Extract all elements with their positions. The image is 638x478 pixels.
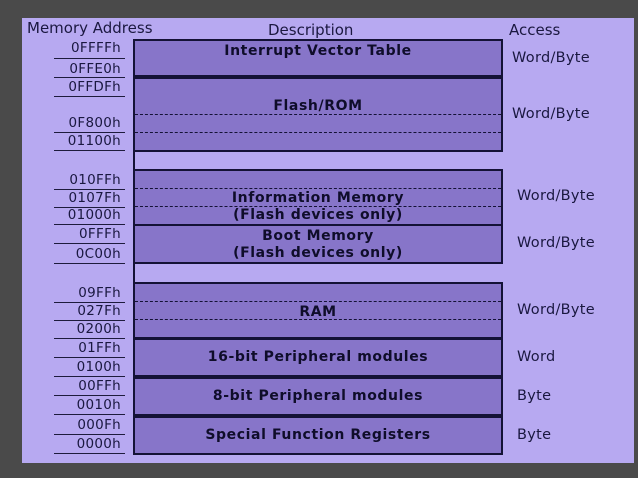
address-underline bbox=[54, 243, 125, 244]
block-label: Interrupt Vector Table bbox=[224, 43, 412, 59]
access-label: Word/Byte bbox=[517, 302, 595, 318]
address-underline bbox=[54, 414, 125, 415]
block-interrupt-vector-table: Interrupt Vector Table bbox=[133, 39, 503, 77]
access-label: Word/Byte bbox=[517, 235, 595, 251]
dashed-divider bbox=[135, 188, 501, 189]
block-label: Special Function Registers bbox=[205, 427, 431, 443]
address-label: 010FFh bbox=[69, 172, 121, 188]
address-label: 0200h bbox=[76, 321, 121, 337]
address-label: 0010h bbox=[76, 397, 121, 413]
address-label: 0100h bbox=[76, 359, 121, 375]
address-label: 00FFh bbox=[78, 378, 121, 394]
access-label: Word/Byte bbox=[512, 50, 590, 66]
address-label: 0FFFh bbox=[79, 226, 121, 242]
block-information-memory: Information Memory (Flash devices only) bbox=[133, 169, 503, 226]
memory-gap bbox=[133, 264, 503, 284]
address-underline bbox=[54, 395, 125, 396]
access-label: Word bbox=[517, 349, 556, 365]
address-label: 01FFh bbox=[78, 340, 121, 356]
address-label: 01000h bbox=[67, 207, 121, 223]
address-underline bbox=[54, 302, 125, 303]
block-16bit-peripherals: 16-bit Peripheral modules bbox=[133, 338, 503, 377]
address-label: 01100h bbox=[67, 133, 121, 149]
access-label: Byte bbox=[517, 388, 552, 404]
address-underline bbox=[54, 207, 125, 208]
block-sublabel: (Flash devices only) bbox=[233, 245, 403, 261]
address-underline bbox=[54, 263, 125, 264]
address-label: 0FFDFh bbox=[68, 79, 121, 95]
block-label: 16-bit Peripheral modules bbox=[207, 349, 429, 365]
address-underline bbox=[54, 96, 125, 97]
address-underline bbox=[54, 189, 125, 190]
block-label: RAM bbox=[299, 304, 337, 320]
address-label: 0000h bbox=[76, 436, 121, 452]
header-memory-address: Memory Address bbox=[27, 19, 153, 37]
dashed-divider bbox=[135, 206, 501, 207]
address-label: 0C00h bbox=[75, 246, 121, 262]
address-underline bbox=[54, 132, 125, 133]
address-underline bbox=[54, 434, 125, 435]
address-label: 027Fh bbox=[77, 303, 121, 319]
address-underline bbox=[54, 376, 125, 377]
access-label: Byte bbox=[517, 427, 552, 443]
dashed-divider bbox=[135, 319, 501, 320]
block-label: Flash/ROM bbox=[273, 98, 363, 114]
block-label: Information Memory bbox=[231, 190, 405, 206]
block-label: 8-bit Peripheral modules bbox=[212, 388, 424, 404]
address-label: 0107Fh bbox=[68, 190, 121, 206]
address-underline bbox=[54, 58, 125, 59]
block-flash-rom: Flash/ROM bbox=[133, 77, 503, 152]
block-special-function-registers: Special Function Registers bbox=[133, 416, 503, 455]
address-label: 0FFE0h bbox=[69, 61, 121, 77]
address-underline bbox=[54, 77, 125, 78]
block-8bit-peripherals: 8-bit Peripheral modules bbox=[133, 377, 503, 416]
dashed-divider bbox=[135, 132, 501, 133]
address-label: 000Fh bbox=[77, 417, 121, 433]
access-label: Word/Byte bbox=[517, 188, 595, 204]
address-underline bbox=[54, 150, 125, 151]
dashed-divider bbox=[135, 301, 501, 302]
dashed-divider bbox=[135, 114, 501, 115]
block-boot-memory: Boot Memory (Flash devices only) bbox=[133, 224, 503, 264]
address-underline bbox=[54, 453, 125, 454]
block-sublabel: (Flash devices only) bbox=[233, 207, 403, 223]
header-description: Description bbox=[268, 21, 354, 39]
address-underline bbox=[54, 320, 125, 321]
address-label: 0FFFFh bbox=[70, 40, 121, 56]
address-underline bbox=[54, 224, 125, 225]
address-label: 09FFh bbox=[78, 285, 121, 301]
access-label: Word/Byte bbox=[512, 106, 590, 122]
address-underline bbox=[54, 338, 125, 339]
block-label: Boot Memory bbox=[262, 228, 374, 244]
address-underline bbox=[54, 357, 125, 358]
address-label: 0F800h bbox=[68, 115, 121, 131]
memory-gap bbox=[133, 152, 503, 171]
header-access: Access bbox=[509, 21, 561, 39]
block-ram: RAM bbox=[133, 282, 503, 339]
